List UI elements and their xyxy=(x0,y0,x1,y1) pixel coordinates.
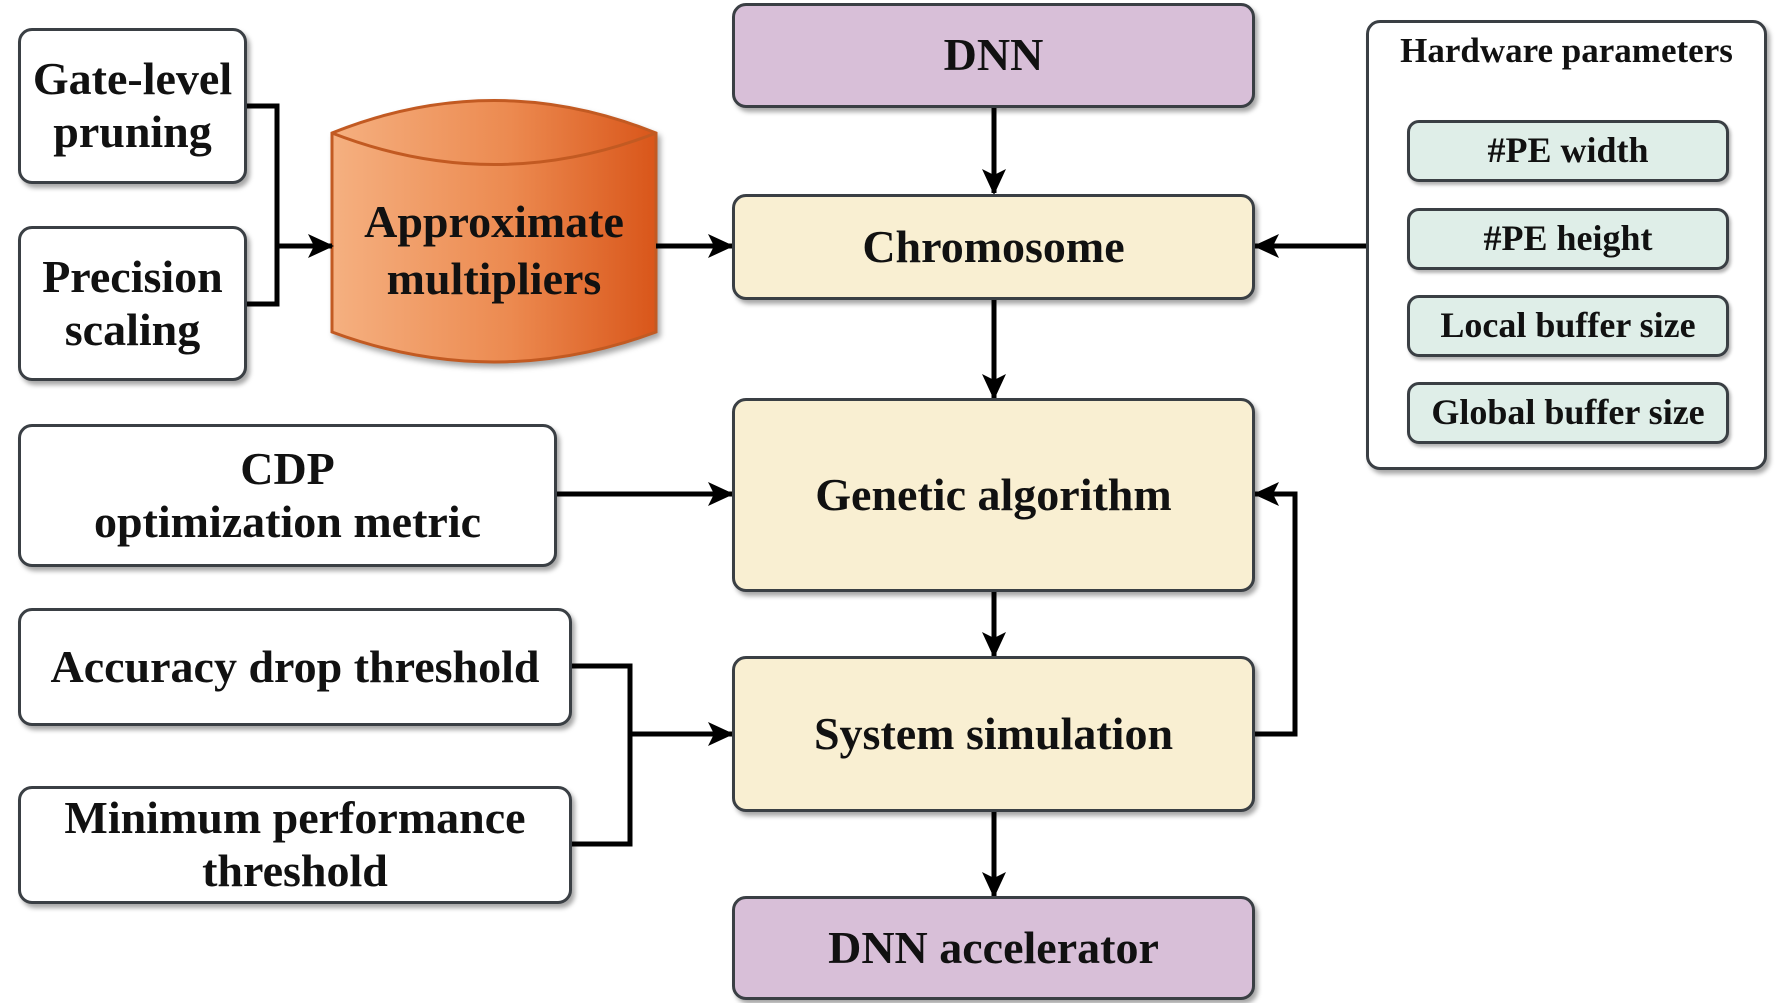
gate-level-pruning-box: Gate-level pruning xyxy=(18,28,247,184)
global-buffer-size-label: Global buffer size xyxy=(1431,392,1705,433)
local-buffer-size-label: Local buffer size xyxy=(1440,305,1696,346)
pe-width-label: #PE width xyxy=(1487,130,1649,171)
connector-pruning-scaling-bracket xyxy=(246,103,280,307)
connector-thresholds-bracket xyxy=(572,663,633,847)
hardware-parameters-panel: Hardware parameters #PE width #PE height… xyxy=(1366,20,1767,470)
precision-scaling-box: Precision scaling xyxy=(18,226,247,381)
cdp-label: CDP xyxy=(240,442,335,494)
minimum-performance-threshold-label: Minimum performance threshold xyxy=(64,792,526,896)
dnn-label: DNN xyxy=(943,29,1044,81)
cdp-metric-box: CDP optimization metric xyxy=(18,424,557,567)
gate-level-pruning-label: Gate-level pruning xyxy=(32,53,233,157)
pe-height-box: #PE height xyxy=(1407,208,1729,270)
system-simulation-label: System simulation xyxy=(813,707,1174,759)
genetic-algorithm-box: Genetic algorithm xyxy=(732,398,1255,592)
local-buffer-size-box: Local buffer size xyxy=(1407,295,1729,357)
pe-height-label: #PE height xyxy=(1483,218,1653,259)
hardware-parameters-title: Hardware parameters xyxy=(1400,31,1733,70)
precision-scaling-label: Precision scaling xyxy=(42,250,223,355)
optimization-metric-label: optimization metric xyxy=(93,495,482,547)
arrow-simulation-feedback xyxy=(1253,482,1298,737)
approximate-multipliers-label-box: Approximate multipliers xyxy=(332,170,656,330)
system-simulation-box: System simulation xyxy=(732,656,1255,812)
pe-width-box: #PE width xyxy=(1407,120,1729,182)
dnn-box: DNN xyxy=(732,3,1255,108)
accuracy-drop-threshold-box: Accuracy drop threshold xyxy=(18,608,572,726)
dnn-accelerator-box: DNN accelerator xyxy=(732,896,1255,1000)
global-buffer-size-box: Global buffer size xyxy=(1407,382,1729,444)
accuracy-drop-threshold-label: Accuracy drop threshold xyxy=(50,640,540,692)
genetic-algorithm-label: Genetic algorithm xyxy=(815,468,1172,520)
approximate-multipliers-label: Approximate multipliers xyxy=(364,195,624,305)
approximate-multipliers-cylinder xyxy=(330,99,658,364)
chromosome-label: Chromosome xyxy=(862,220,1125,272)
chromosome-box: Chromosome xyxy=(732,194,1255,300)
dnn-accelerator-label: DNN accelerator xyxy=(828,921,1159,973)
minimum-performance-threshold-box: Minimum performance threshold xyxy=(18,786,572,904)
